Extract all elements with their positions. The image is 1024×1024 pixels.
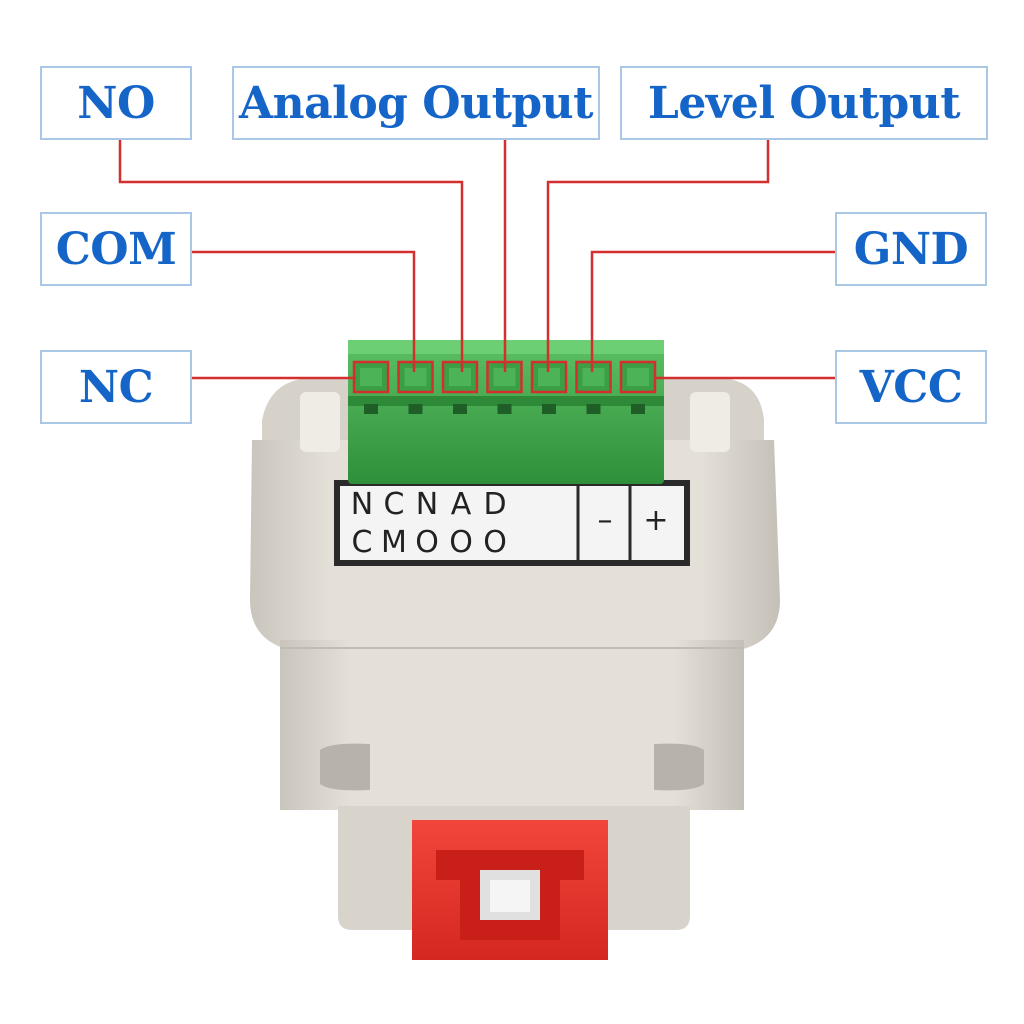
terminal-screw-head-7: [627, 368, 649, 386]
sticker-bottom-char: O: [449, 525, 473, 560]
terminal-wire-slot-7: [631, 404, 645, 414]
terminal-screw-head-3: [449, 368, 471, 386]
terminal-sticker: [334, 480, 690, 566]
sticker-bottom-char: C: [351, 525, 373, 560]
terminal-wire-slot-5: [542, 404, 556, 414]
terminal-wire-slot-6: [586, 404, 601, 414]
sticker-bottom-char: O: [483, 525, 507, 560]
sticker-top-char: N: [350, 487, 374, 522]
leader-line-gnd: [590, 250, 835, 372]
label-vcc: VCC: [835, 350, 987, 424]
leader-line-no: [118, 140, 464, 372]
terminal-wire-slot-1: [364, 404, 378, 414]
label-analog-output: Analog Output: [232, 66, 600, 140]
terminal-screw-head-5: [538, 368, 560, 386]
label-nc: NC: [40, 350, 192, 424]
terminal-screw-3: [441, 360, 479, 394]
terminal-screw-head-4: [493, 368, 516, 386]
sticker-top-char: A: [450, 487, 472, 522]
terminal-wire-slot-4: [497, 404, 512, 414]
sticker-top-char: D: [483, 487, 507, 522]
leader-lines: [118, 140, 835, 380]
terminal-screw-head-1: [360, 368, 382, 386]
terminal-screw-head-6: [582, 368, 605, 386]
terminal-wire-slot-2: [408, 404, 423, 414]
label-level-output: Level Output: [620, 66, 988, 140]
terminal-wire-slots: [364, 404, 645, 414]
sticker-bottom-char: M: [381, 525, 407, 560]
terminal-screw-head-2: [404, 368, 427, 386]
label-no: NO: [40, 66, 192, 140]
terminal-screw-openings: [352, 360, 657, 394]
label-gnd: GND: [835, 212, 987, 286]
leader-line-com: [192, 250, 416, 372]
label-com: COM: [40, 212, 192, 286]
sticker-top-char: –: [597, 503, 613, 538]
sticker-top-char: N: [415, 487, 439, 522]
sticker-top-char: +: [643, 503, 669, 538]
sticker-bottom-char: O: [415, 525, 439, 560]
leader-line-level-output: [546, 140, 770, 372]
terminal-wire-slot-3: [453, 404, 467, 414]
din-rail-clip: [412, 820, 608, 960]
sticker-top-char: C: [383, 487, 405, 522]
